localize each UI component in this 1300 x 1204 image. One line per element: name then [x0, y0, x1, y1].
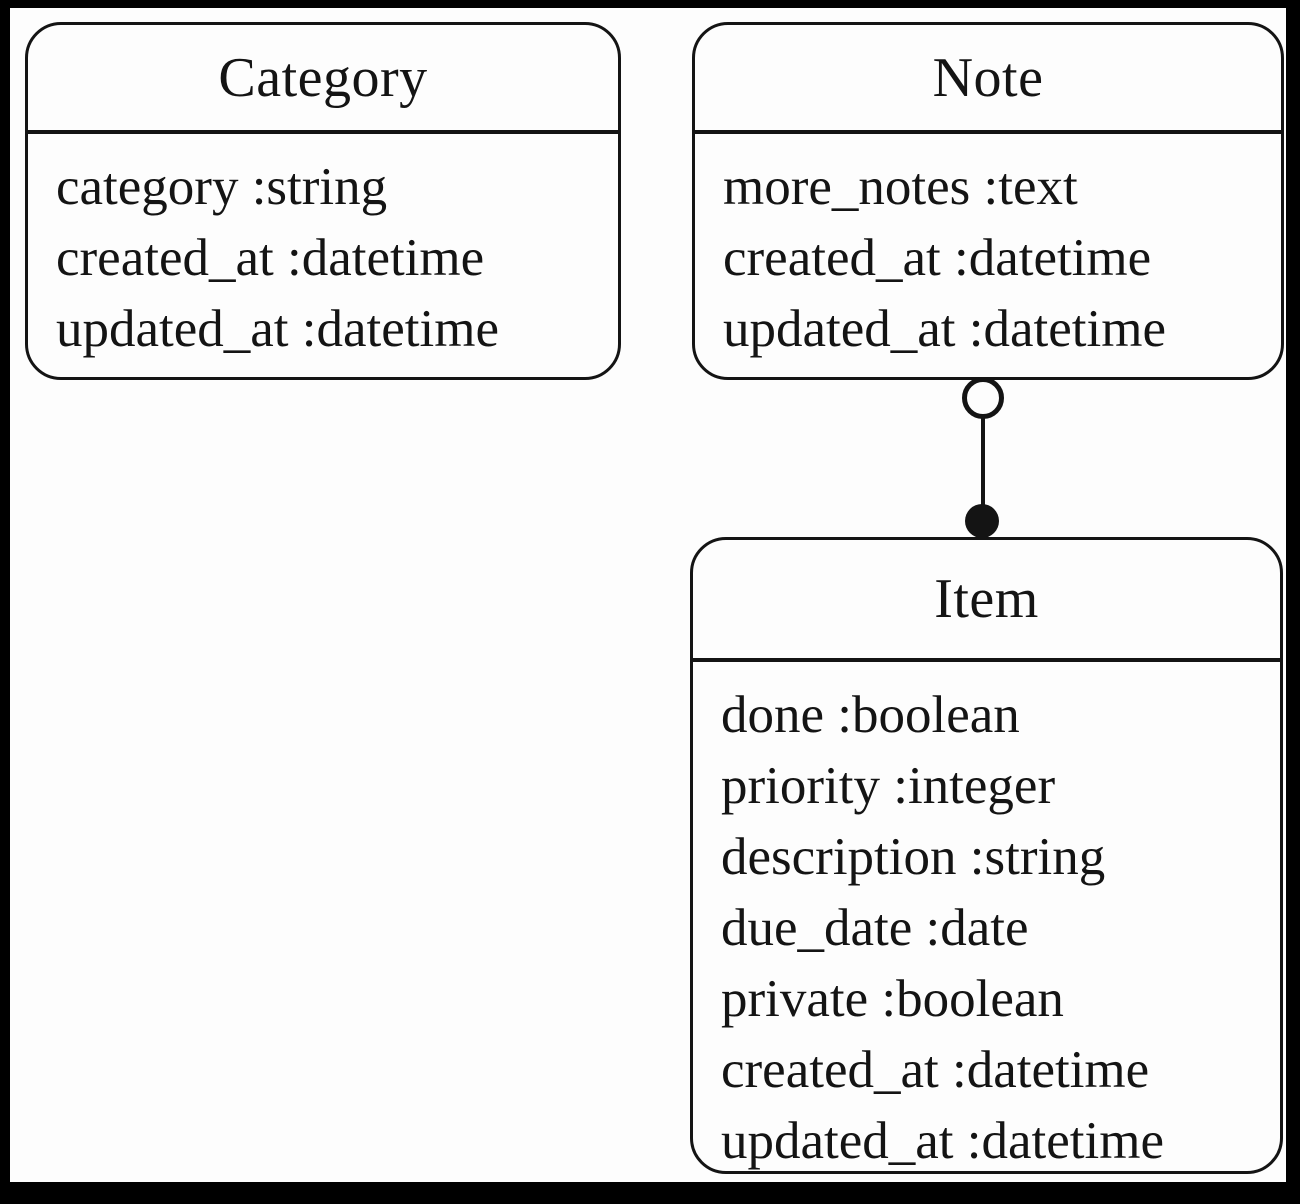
- attribute-row: updated_at :datetime: [56, 300, 499, 358]
- filled-circle-marker: [965, 504, 999, 538]
- attribute-row: updated_at :datetime: [723, 300, 1166, 358]
- entity-item-attributes: done :boolean priority :integer descript…: [693, 662, 1280, 1177]
- attribute-row: created_at :datetime: [56, 229, 485, 287]
- diagram-canvas: Category category :string created_at :da…: [10, 8, 1286, 1182]
- entity-note-attributes: more_notes :text created_at :datetime up…: [695, 134, 1281, 365]
- entity-item: Item done :boolean priority :integer des…: [690, 537, 1283, 1174]
- attribute-row: category :string: [56, 158, 388, 216]
- entity-category: Category category :string created_at :da…: [25, 22, 621, 380]
- entity-note: Note more_notes :text created_at :dateti…: [692, 22, 1284, 380]
- open-circle-marker: [962, 377, 1004, 419]
- entity-category-attributes: category :string created_at :datetime up…: [28, 134, 618, 365]
- attribute-row: description :string: [721, 828, 1106, 886]
- attribute-row: updated_at :datetime: [721, 1112, 1164, 1170]
- entity-item-title: Item: [693, 540, 1280, 662]
- attribute-row: private :boolean: [721, 970, 1064, 1028]
- entity-category-title: Category: [28, 25, 618, 134]
- attribute-row: more_notes :text: [723, 158, 1078, 216]
- relationship-line-note-item: [981, 418, 985, 510]
- entity-note-title: Note: [695, 25, 1281, 134]
- attribute-row: priority :integer: [721, 757, 1056, 815]
- attribute-row: created_at :datetime: [723, 229, 1152, 287]
- attribute-row: created_at :datetime: [721, 1041, 1150, 1099]
- attribute-row: due_date :date: [721, 899, 1029, 957]
- attribute-row: done :boolean: [721, 686, 1020, 744]
